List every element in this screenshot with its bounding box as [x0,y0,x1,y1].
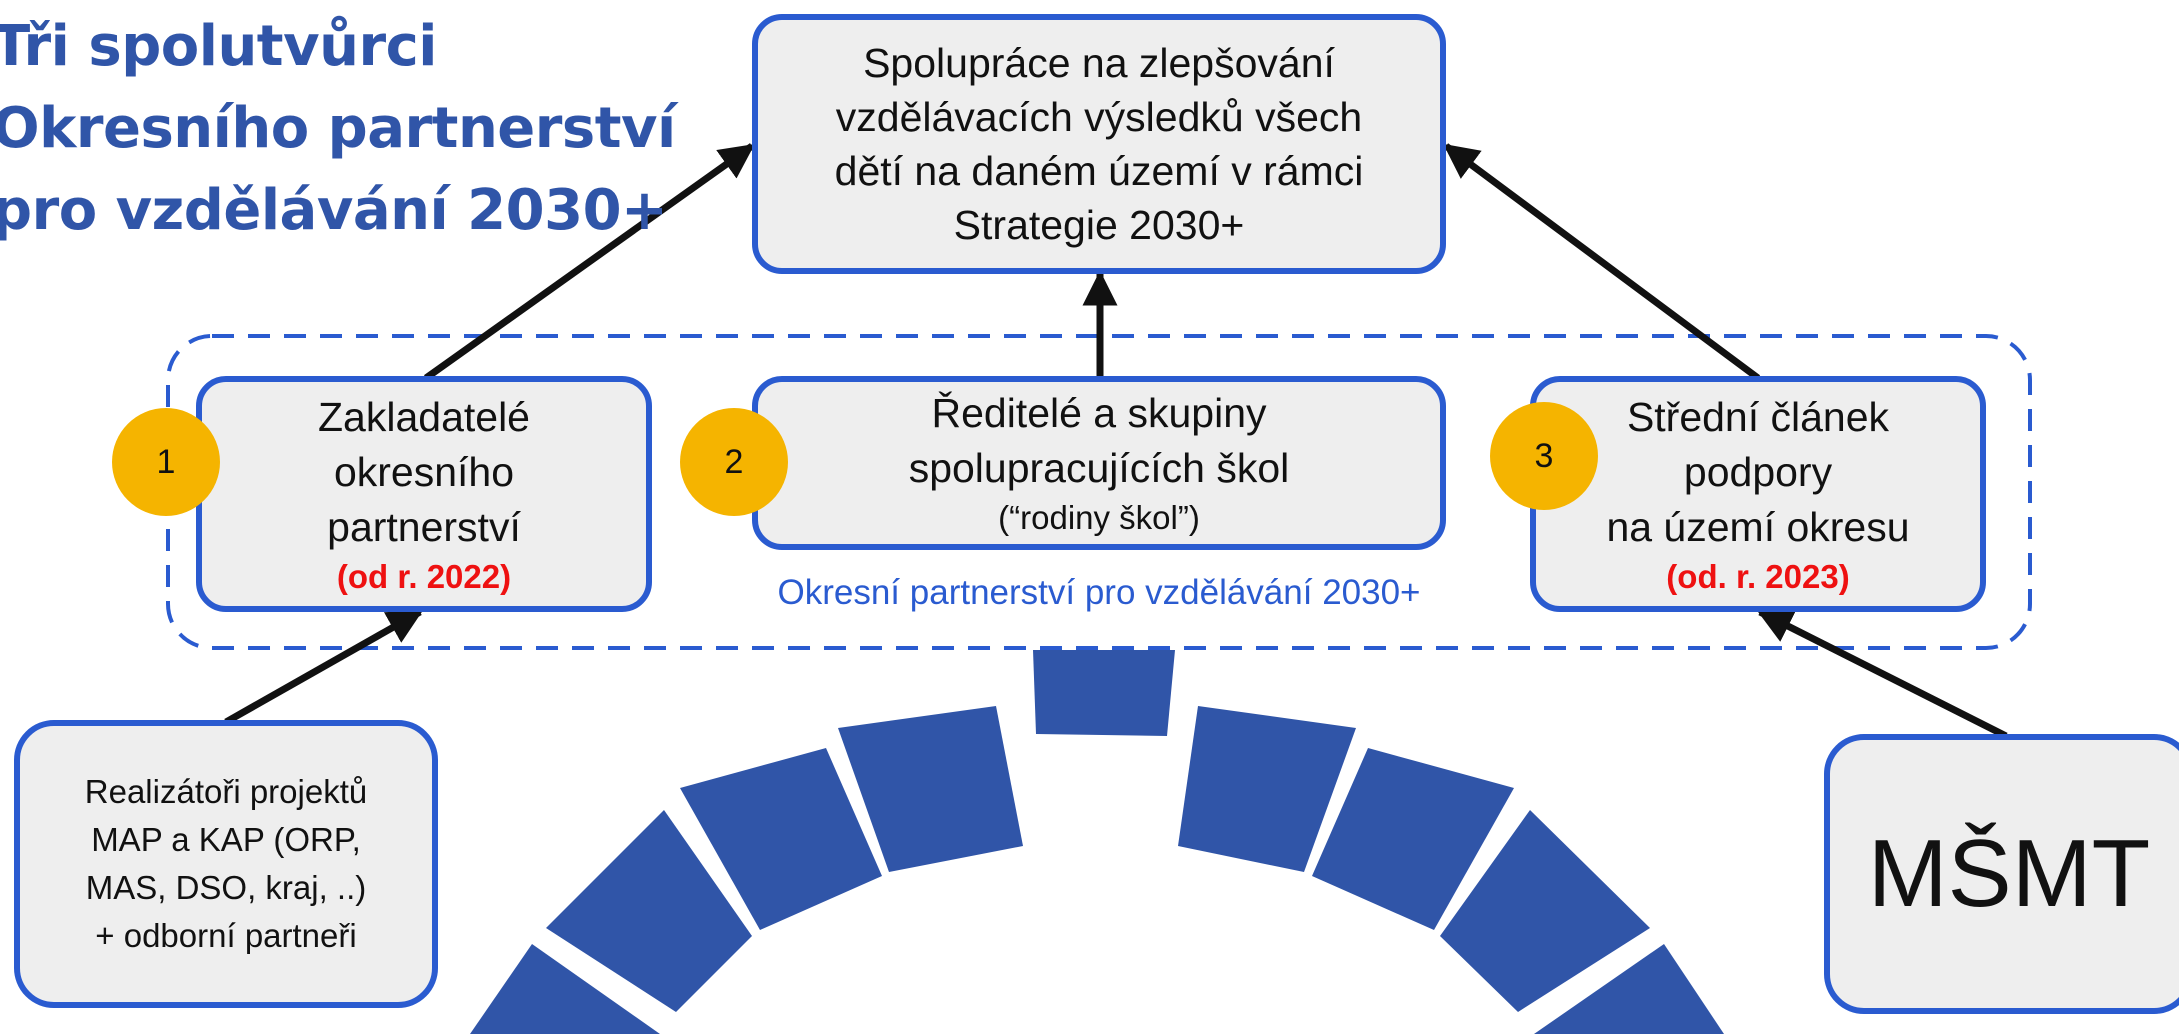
arc-segment [1312,748,1514,930]
number-badge-1: 1 [112,408,220,516]
msmt-box: MŠMT [1824,734,2179,1014]
founders-line: okresního [333,448,515,495]
founders-box: Zakladatelé okresního partnerství (od r.… [196,376,652,612]
arrow-msmt-to-middle [1756,608,2008,740]
title-line: pro vzdělávání 2030+ [0,178,668,243]
arc-segment [546,810,752,1012]
middle-tier-line: Střední článek [1626,393,1890,440]
arrow-realizers-to-founders [224,608,424,726]
realizers-line: Realizátoři projektů [84,773,368,810]
partnership-frame [166,334,2032,650]
middle-tier-line: na území okresu [1606,503,1910,550]
arrow-middle-to-goal [1443,143,1761,381]
realizers-line: MAS, DSO, kraj, ..) [85,869,367,906]
founders-line: partnerství [327,503,521,550]
arc-segment [1033,650,1175,736]
middle-tier-line: podpory [1683,448,1833,495]
founders-note: (od r. 2022) [336,557,512,595]
title-line: Tři spolutvůrci [0,14,437,79]
realizers-line: MAP a KAP (ORP, [91,821,361,858]
schools-box: Ředitelé a skupiny spolupracujících škol… [752,376,1446,550]
arc-segment [1440,810,1650,1012]
middle-tier-note: (od. r. 2023) [1666,557,1850,595]
arc-decoration [470,650,1724,1034]
goal-box: Spolupráce na zlepšování vzdělávacích vý… [752,14,1446,274]
number-badge-2: 2 [680,408,788,516]
title-line: Okresního partnerství [0,96,676,161]
goal-line: vzdělávacích výsledků všech [835,94,1363,140]
partnership-label: Okresní partnerství pro vzdělávání 2030+ [777,573,1421,612]
arc-segment [1534,944,1724,1034]
msmt-label: MŠMT [1867,820,2151,927]
goal-line: Strategie 2030+ [953,202,1245,248]
founders-line: Zakladatelé [318,393,530,440]
arrow-founders-to-goal [423,143,755,381]
arc-segment [470,944,660,1034]
goal-line: dětí na daném území v rámci [834,148,1364,194]
realizers-box: Realizátoři projektů MAP a KAP (ORP, MAS… [14,720,438,1008]
goal-line: Spolupráce na zlepšování [863,40,1335,86]
arrows [224,143,2008,740]
page-title: Tři spolutvůrci Okresního partnerství pr… [0,6,676,252]
schools-line: Ředitelé a skupiny [931,390,1267,436]
schools-line: spolupracujících škol [908,445,1290,491]
middle-tier-box: Střední článek podpory na území okresu (… [1530,376,1986,612]
number-badge-3: 3 [1490,402,1598,510]
arc-segment [838,706,1023,872]
realizers-line: + odborní partneři [95,917,357,954]
arc-segment [1178,706,1356,872]
arc-segment [680,748,882,930]
schools-note: (“rodiny škol”) [998,499,1200,536]
